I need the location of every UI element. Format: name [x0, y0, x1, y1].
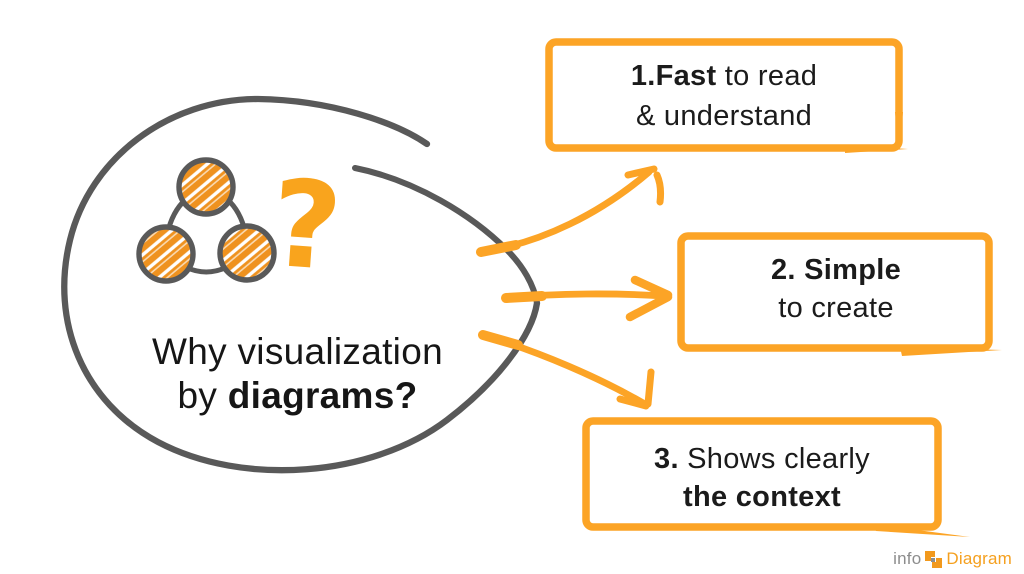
bubble-caption-line2: by diagrams?: [177, 375, 418, 416]
arrow-3-head: [616, 368, 655, 410]
logo-info-text: info: [893, 549, 922, 568]
box-3-line2: the context: [683, 481, 841, 513]
box-1-corner-tail: [845, 145, 908, 153]
arrow-to-box-1: [476, 165, 665, 257]
box-2-line2: to create: [778, 292, 894, 324]
bubble-outline: [61, 95, 541, 474]
infodiagram-brackets-icon: [925, 550, 943, 568]
bubble-outline-overlap-stroke: [352, 165, 540, 306]
box-3-corner-tail: [872, 524, 970, 537]
box-1-line2: & understand: [635, 100, 813, 132]
arrow-to-box-3: [478, 330, 655, 410]
arrow-1-head: [624, 165, 665, 206]
box-2-text: 2. Simple to create: [681, 251, 991, 327]
bubble-caption-bold: diagrams?: [227, 375, 418, 416]
diagram-circle-left: [136, 224, 196, 284]
diagram-circle-right: [217, 223, 277, 283]
box-2-line1: 2. Simple: [770, 254, 902, 286]
box-1-line1: 1.Fast to read: [630, 60, 818, 92]
box-3-text: 3. Shows clearly the context: [586, 440, 938, 516]
bubble-caption-line1: Why visualization: [152, 331, 443, 372]
box-1-corner-tail-vertical: [895, 112, 903, 150]
infodiagram-logo: info Diagram: [893, 549, 1012, 569]
arrow-to-box-2: [501, 275, 673, 322]
question-mark-icon: ?: [267, 155, 346, 299]
box-1-text: 1.Fast to read & understand: [549, 56, 899, 136]
box-2-border: [677, 232, 993, 352]
box-1-border: [545, 38, 903, 152]
box-2-corner-tail: [900, 347, 1002, 356]
diagram-circle-top: [176, 157, 236, 217]
logo-diagram-text: Diagram: [946, 549, 1012, 568]
bubble-caption: Why visualization by diagrams?: [100, 330, 495, 418]
arrow-2-head: [625, 275, 673, 322]
box-3-line1: 3. Shows clearly: [654, 443, 870, 475]
box-3-border: [582, 417, 942, 531]
